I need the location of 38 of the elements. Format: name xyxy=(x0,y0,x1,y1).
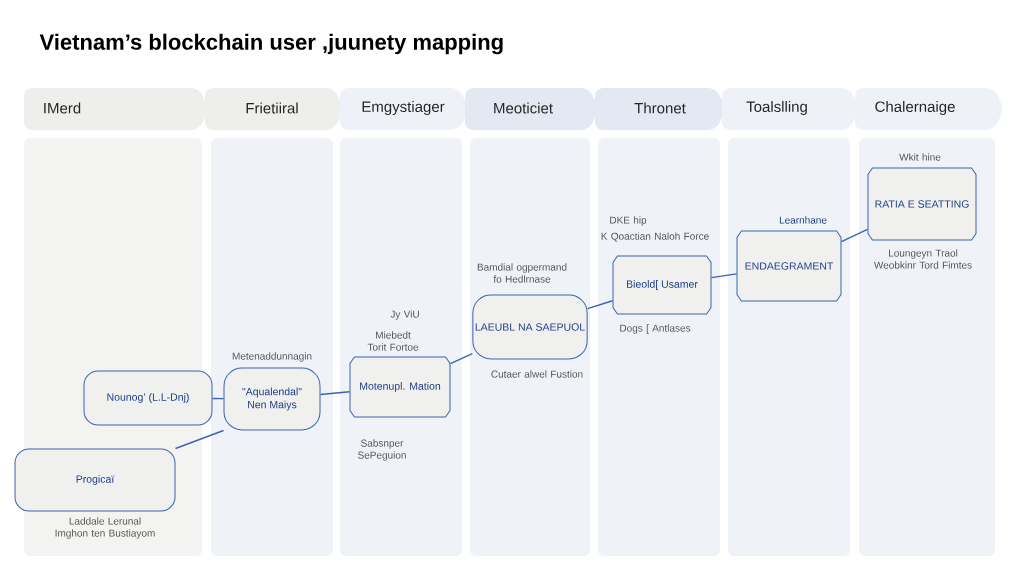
connector-line xyxy=(211,397,225,400)
step-box: "Aqualendal" Nen Maiys xyxy=(223,367,321,431)
note: Miebedt Torit Fortoe xyxy=(367,331,419,351)
note: Dogs [ Antlases xyxy=(620,324,691,334)
note: Sabsnper SePeguion xyxy=(358,439,406,461)
note: Bamdial ogpermand fo Hedlrnase xyxy=(477,263,567,283)
title: Vietnam’s blockchain user ,juunety mapping xyxy=(39,33,503,55)
stage-header: Emgystiager xyxy=(340,88,467,130)
connector-line xyxy=(586,300,614,310)
note: Loungeyn Traol Weobkinr Tord Fimtes xyxy=(873,249,972,269)
stage-header: Toalslling xyxy=(722,88,857,130)
note: Wkit hine xyxy=(899,153,941,161)
stage-header: Frietiiral xyxy=(205,88,342,130)
note: K Qoactian Naloh Force xyxy=(601,232,709,242)
note: DKE hip xyxy=(610,216,647,226)
connector-line xyxy=(319,391,351,396)
connector-line xyxy=(449,352,474,365)
note: Jy ViU xyxy=(390,310,419,320)
connector-line xyxy=(840,228,869,243)
node-label: IMerd xyxy=(44,102,81,114)
stage-header: IMerd xyxy=(24,88,207,130)
stage-header: Meoticiet xyxy=(465,88,597,130)
node-label: Frietiiral xyxy=(246,102,298,114)
node-label: Chalernaige xyxy=(875,101,955,115)
note: Metenaddunnagin xyxy=(232,352,312,362)
connector-line xyxy=(710,273,738,279)
stage-header: Chalernaige xyxy=(855,88,1002,130)
step-blob: Nounog’ (L.L-Dnj) xyxy=(83,370,213,426)
note: Cutaer alwel Fustion xyxy=(491,370,583,378)
connector-line xyxy=(174,429,225,450)
node-label: Thronet xyxy=(634,102,686,114)
stage-header: Thronet xyxy=(595,88,724,130)
step-blob: Progicaï xyxy=(14,448,176,512)
node-label: Meoticiet xyxy=(494,102,553,114)
node-label: Toalslling xyxy=(746,101,807,115)
step-box: LAEUBL NA SAEPUOL xyxy=(472,294,588,360)
note: Learnhane xyxy=(779,216,827,224)
note: Laddale Lerunal Imghon ten Bustiayom xyxy=(55,517,155,539)
